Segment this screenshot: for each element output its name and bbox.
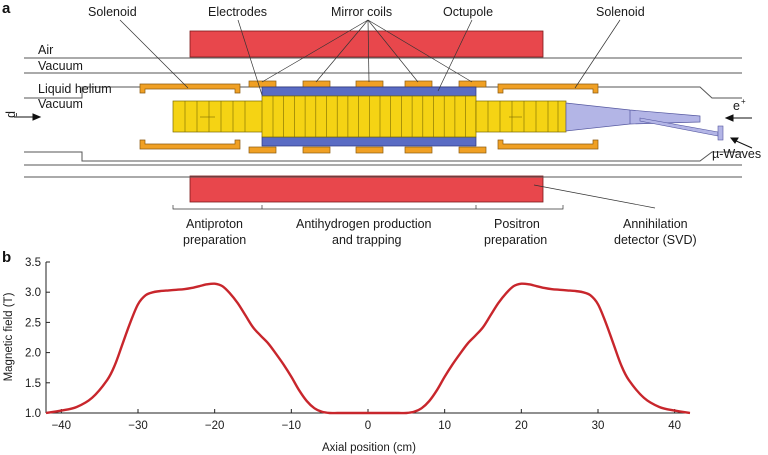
octupole-top <box>261 86 477 97</box>
detector-label-line1: Annihilation <box>623 217 688 231</box>
octupole-label: Octupole <box>443 5 493 19</box>
section-production-line1: Antihydrogen production <box>296 217 432 231</box>
positron-beam-sup: + <box>741 97 746 106</box>
y-tick-label: 2.5 <box>25 317 41 329</box>
y-tick-label: 3.0 <box>25 287 41 299</box>
y-ticks: 1.0 1.5 2.0 2.5 3.0 3.5 <box>25 257 50 420</box>
panel-a-label: a <box>2 0 11 17</box>
region-vacuum-outer: Vacuum <box>38 59 83 73</box>
section-production-line2: and trapping <box>332 233 402 247</box>
beam-arrows <box>14 113 753 149</box>
x-tick-label: 20 <box>515 420 528 432</box>
x-ticks: −40 −30 −20 −10 0 10 20 30 40 <box>52 409 681 432</box>
y-tick-label: 2.0 <box>25 348 41 360</box>
region-liquid-helium: Liquid helium <box>38 82 112 96</box>
x-tick-label: 10 <box>438 420 451 432</box>
x-tick-label: 0 <box>365 420 371 432</box>
positron-beam-label: e <box>733 99 740 113</box>
x-axis-label: Axial position (cm) <box>322 442 416 454</box>
section-positron-line1: Positron <box>494 217 540 231</box>
solenoid-top <box>189 30 544 58</box>
y-tick-label: 1.0 <box>25 408 41 420</box>
x-tick-label: 30 <box>592 420 605 432</box>
section-brackets <box>172 205 564 210</box>
panel-b-label: b <box>2 249 11 266</box>
x-tick-label: −20 <box>205 420 225 432</box>
field-profile-line <box>45 282 691 415</box>
x-tick-label: −30 <box>128 420 148 432</box>
x-tick-label: 40 <box>668 420 681 432</box>
section-antiproton-line2: preparation <box>183 233 246 247</box>
solenoid-coils <box>139 83 599 150</box>
microwave-port <box>717 125 724 141</box>
solenoid-bottom <box>189 175 544 203</box>
solenoid-right-label: Solenoid <box>596 5 645 19</box>
y-tick-label: 1.5 <box>25 378 41 390</box>
field-chart: −40 −30 −20 −10 0 10 20 30 40 1.0 1.5 2.0 2.5 3.0 3.5… <box>3 257 691 454</box>
vessel-walls <box>24 57 742 178</box>
electrode-segments <box>184 96 559 137</box>
x-tick-label: −10 <box>282 420 302 432</box>
microwaves-label: µ-Waves <box>712 147 761 161</box>
mirror-coils-label: Mirror coils <box>331 5 392 19</box>
callout-leaders <box>119 19 656 209</box>
detector-label-line2: detector (SVD) <box>614 233 697 247</box>
octupole-bottom <box>261 136 477 147</box>
section-antiproton-line1: Antiproton <box>186 217 243 231</box>
section-positron-line2: preparation <box>484 233 547 247</box>
region-air: Air <box>38 43 53 57</box>
x-tick-label: −40 <box>52 420 72 432</box>
solenoid-left-label: Solenoid <box>88 5 137 19</box>
y-tick-label: 3.5 <box>25 257 41 269</box>
antiproton-beam-label: p̄ <box>5 111 19 118</box>
chart-series <box>45 282 691 415</box>
y-axis-label: Magnetic field (T) <box>3 292 15 381</box>
region-vacuum-inner: Vacuum <box>38 97 83 111</box>
electrodes-label: Electrodes <box>208 5 267 19</box>
mirror-coils <box>248 80 487 154</box>
chart-axes <box>45 262 690 414</box>
